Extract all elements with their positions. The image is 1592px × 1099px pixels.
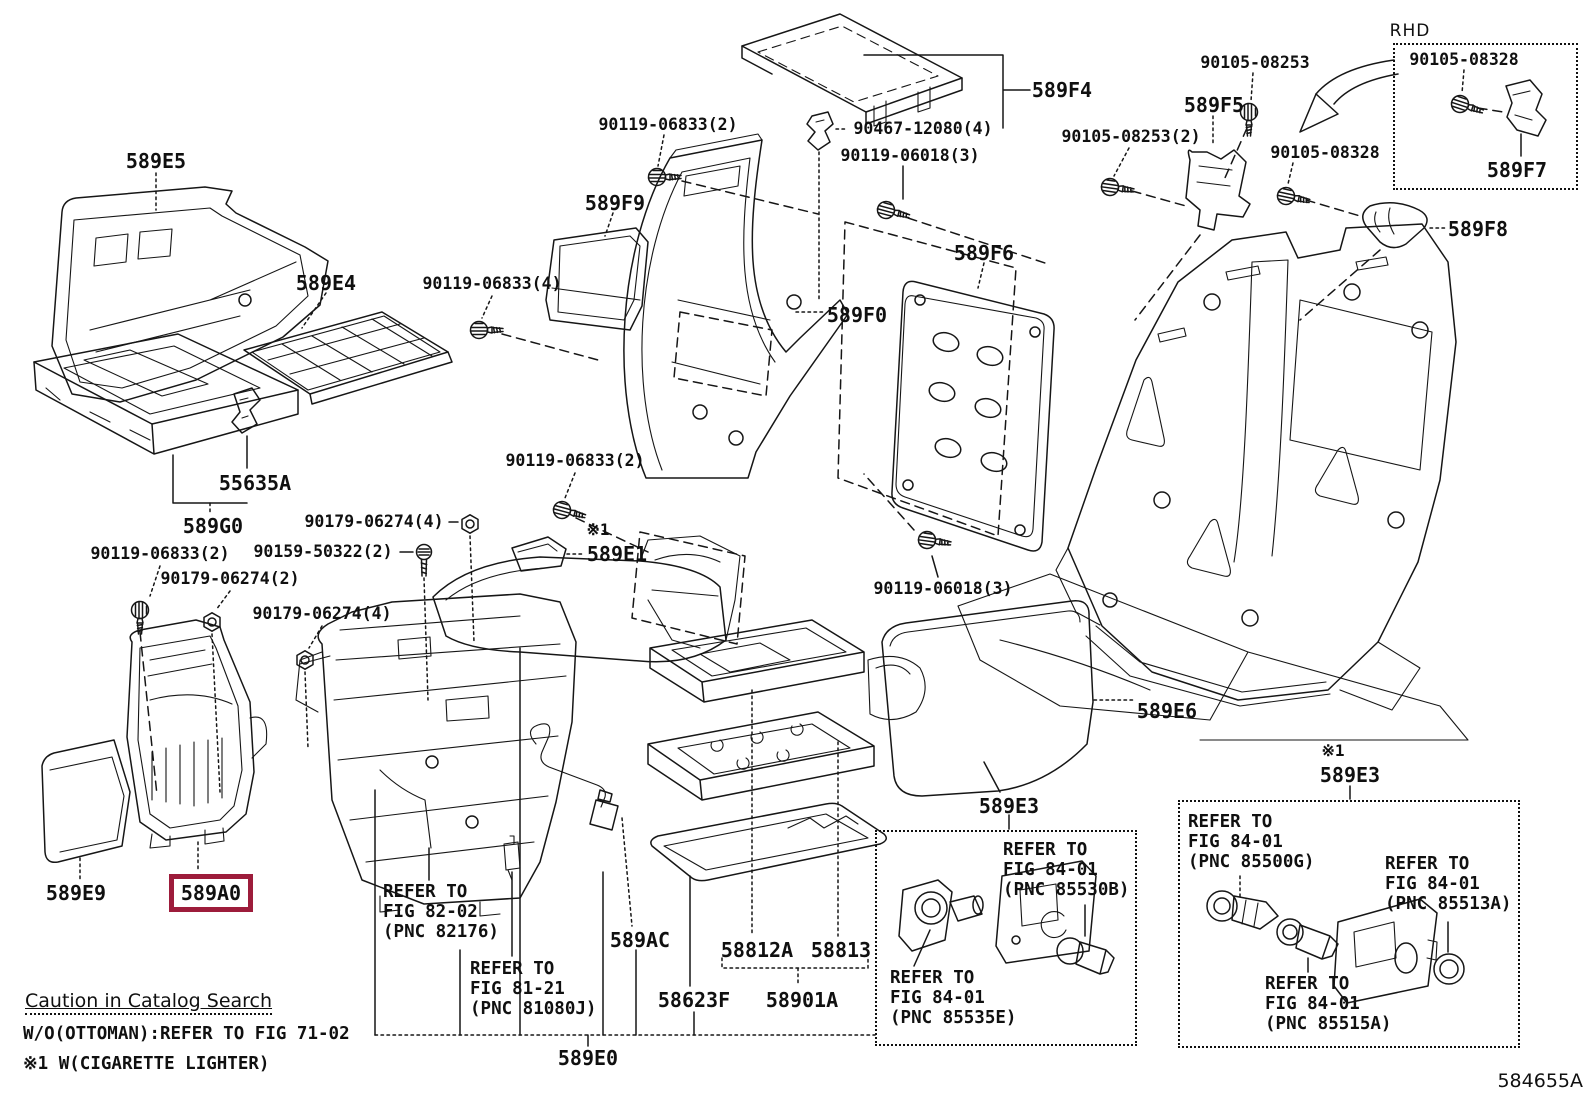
- part-589f6-drawing: [837, 221, 1055, 552]
- callout-55635a[interactable]: 55635A: [218, 471, 292, 495]
- callout-589f8[interactable]: 589F8: [1447, 217, 1509, 241]
- part-589g0-drawing: [33, 333, 299, 455]
- detail-box-589e3-right: [1178, 800, 1520, 1048]
- part-armrest-drawing: [432, 535, 741, 663]
- ref-pnc-85513a: REFER TO FIG 84-01 (PNC 85513A): [1385, 854, 1512, 914]
- cigarette-lighter-note: ※1 W(CIGARETTE LIGHTER): [23, 1054, 270, 1074]
- part-55635a-drawing: [231, 387, 261, 434]
- ref-pnc-85535e: REFER TO FIG 84-01 (PNC 85535E): [890, 968, 1017, 1028]
- ref-pnc-85530b: REFER TO FIG 84-01 (PNC 85530B): [1003, 840, 1130, 900]
- callout-589e4[interactable]: 589E4: [295, 271, 357, 295]
- part-589e6-drawing: [881, 600, 1094, 797]
- callout-90119-06833-2-left[interactable]: 90119-06833(2): [90, 544, 230, 563]
- part-589e4-drawing: [243, 311, 453, 405]
- callout-90105-08253-2[interactable]: 90105-08253(2): [1061, 127, 1201, 146]
- callout-58623f[interactable]: 58623F: [657, 988, 731, 1012]
- callout-90179-06274-4-top[interactable]: 90179-06274(4): [304, 512, 444, 531]
- caution-note: Caution in Catalog Search: [25, 990, 273, 1015]
- box2-parts-drawing: [1206, 890, 1465, 1004]
- callout-589ac[interactable]: 589AC: [609, 928, 671, 952]
- part-589e9-drawing: [41, 739, 131, 864]
- callout-589f0[interactable]: 589F0: [826, 303, 888, 327]
- ref-pnc-85515a: REFER TO FIG 84-01 (PNC 85515A): [1265, 974, 1392, 1034]
- leader-lines: [79, 69, 1522, 1047]
- callout-90119-06018-3-bottom[interactable]: 90119-06018(3): [873, 579, 1013, 598]
- part-589f4-drawing: [741, 13, 963, 127]
- part-589f5-drawing: [1185, 149, 1251, 231]
- callout-90119-06833-2-top[interactable]: 90119-06833(2): [598, 115, 738, 134]
- part-589e1-drawing: [511, 536, 567, 572]
- leader-589f4: [863, 54, 1031, 129]
- callout-90179-06274-4-mid[interactable]: 90179-06274(4): [252, 604, 392, 623]
- figure-code: 584655A: [1497, 1070, 1583, 1092]
- highlighted-part-589a0[interactable]: 589A0: [169, 874, 253, 912]
- part-rear-panel-drawing: [957, 223, 1469, 741]
- ottoman-note: W/O(OTTOMAN):REFER TO FIG 71-02: [23, 1024, 350, 1044]
- callout-589e6[interactable]: 589E6: [1136, 699, 1198, 723]
- callout-90467-12080-4[interactable]: 90467-12080(4): [853, 119, 993, 138]
- callout-589f9[interactable]: 589F9: [584, 191, 646, 215]
- box1-parts-drawing: [898, 860, 1115, 975]
- caution-note-text: Caution in Catalog Search: [25, 990, 273, 1015]
- rhd-arrow-icon: [1299, 59, 1399, 133]
- part-589e5-drawing: [51, 186, 329, 403]
- detail-box-589e3-left: [875, 830, 1137, 1046]
- callout-90105-08328-rhd[interactable]: 90105-08328: [1409, 50, 1519, 69]
- part-trays-drawing: [647, 619, 926, 882]
- callout-58901a[interactable]: 58901A: [765, 988, 839, 1012]
- ref-pnc-81080j: REFER TO FIG 81-21 (PNC 81080J): [470, 959, 597, 1019]
- footnote-mark-589e1: ※1: [586, 520, 610, 539]
- ref-pnc-82176: REFER TO FIG 82-02 (PNC 82176): [383, 882, 499, 942]
- part-589a0-drawing: [126, 619, 268, 849]
- part-console-body-drawing: [295, 593, 577, 917]
- callout-90159-50322-2[interactable]: 90159-50322(2): [253, 542, 393, 561]
- callout-90105-08253[interactable]: 90105-08253: [1200, 53, 1310, 72]
- part-589f0-drawing: [623, 133, 849, 479]
- rhd-detail-box: [1393, 43, 1578, 190]
- ref-pnc-85500g: REFER TO FIG 84-01 (PNC 85500G): [1188, 812, 1315, 872]
- callout-589g0[interactable]: 589G0: [182, 514, 244, 538]
- callout-589f6[interactable]: 589F6: [953, 241, 1015, 265]
- part-589f9-drawing: [545, 227, 649, 331]
- footnote-mark-589e3: ※1: [1321, 741, 1345, 760]
- fastener-icons: [130, 92, 1487, 670]
- part-589ac-wire-drawing: [379, 723, 619, 881]
- part-589f7-drawing: [1505, 79, 1547, 137]
- callout-589e1[interactable]: 589E1: [586, 542, 648, 566]
- callout-58812a[interactable]: 58812A: [720, 938, 794, 962]
- callout-90119-06833-2-mid[interactable]: 90119-06833(2): [505, 451, 645, 470]
- callout-90119-06018-3-top[interactable]: 90119-06018(3): [840, 146, 980, 165]
- part-90467-clip-drawing: [806, 111, 834, 151]
- callout-589e3-right[interactable]: 589E3: [1319, 763, 1381, 787]
- rhd-label: RHD: [1389, 21, 1431, 41]
- callout-589e3-left[interactable]: 589E3: [978, 794, 1040, 818]
- callout-589e5[interactable]: 589E5: [125, 149, 187, 173]
- callout-90105-08328[interactable]: 90105-08328: [1270, 143, 1380, 162]
- callout-90179-06274-2[interactable]: 90179-06274(2): [160, 569, 300, 588]
- callout-589e0[interactable]: 589E0: [557, 1046, 619, 1070]
- callout-589f4[interactable]: 589F4: [1031, 78, 1093, 102]
- callout-589e9[interactable]: 589E9: [45, 881, 107, 905]
- callout-58813[interactable]: 58813: [810, 938, 872, 962]
- part-589f8-drawing: [1362, 202, 1428, 249]
- callout-589f7[interactable]: 589F7: [1486, 158, 1548, 182]
- callout-589f5[interactable]: 589F5: [1183, 93, 1245, 117]
- callout-90119-06833-4[interactable]: 90119-06833(4): [422, 274, 562, 293]
